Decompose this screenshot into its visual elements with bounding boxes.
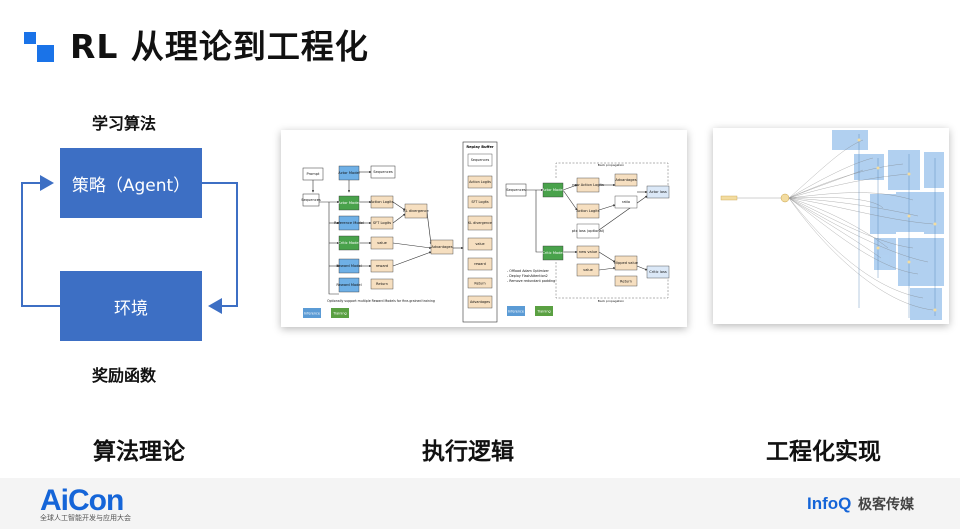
optimization-note: - Offload Adam Optimizer xyxy=(507,269,550,273)
reward-model-node-2: Reward Model xyxy=(336,283,361,287)
geekbang-logo-text: 极客传媒 xyxy=(858,497,914,513)
replay-buffer-title: Replay Buffer xyxy=(466,145,494,149)
advantages-node: Advantages xyxy=(431,245,452,249)
right-advantages-node: Advantages xyxy=(615,178,636,182)
critic-model-node: Critic Model xyxy=(338,241,359,245)
clipped-value-node: clipped value xyxy=(614,261,639,265)
theory-caption: 算法理论 xyxy=(93,439,185,465)
legend-training-right: Training xyxy=(536,310,550,314)
buffer-item: Sequences xyxy=(471,158,490,162)
agent-box: 策略（Agent） xyxy=(60,148,202,218)
right-sequences-node: Sequences xyxy=(506,188,526,192)
engineering-caption: 工程化实现 xyxy=(766,439,881,465)
backprop-bottom-label: Back propagation xyxy=(598,299,624,303)
prompt-node: Prompt xyxy=(307,172,320,176)
right-critic-model-node: Critic Model xyxy=(542,251,563,255)
reference-model-node: Reference Model xyxy=(334,221,364,225)
engineering-graph-image xyxy=(713,128,949,324)
footer-bar xyxy=(0,478,960,529)
rl-loop-arrows xyxy=(21,175,238,314)
sft-logits-node: SFT Logits xyxy=(373,221,391,225)
right-return-node: Return xyxy=(620,280,632,284)
critic-loss-node: Critic loss xyxy=(649,270,667,274)
optimization-note: - Deploy FlashAttention2 xyxy=(507,274,548,278)
infoq-logo: InfoQ xyxy=(807,494,852,513)
buffer-item: Action Logits xyxy=(469,180,491,184)
buffer-item: Return xyxy=(474,282,485,286)
aicon-subtitle: 全球人工智能开发与应用大会 xyxy=(40,514,131,522)
environment-box: 环境 xyxy=(60,271,202,341)
new-value-node: new value xyxy=(579,250,598,254)
actor-loss-node: Actor loss xyxy=(649,190,667,194)
value-node: value xyxy=(377,241,388,245)
new-action-logits-node: new Action Logits xyxy=(572,183,604,187)
buffer-item: Advantages xyxy=(470,300,490,304)
legend-training-left: Training xyxy=(332,312,346,316)
legend-inference-left: Inference xyxy=(304,312,320,316)
buffer-item: SFT Logits xyxy=(471,200,489,204)
return-node: Return xyxy=(376,282,388,286)
reward-models-note: Optionally support multiple Reward Model… xyxy=(327,299,435,303)
title-logo-icon xyxy=(24,32,54,62)
learning-algorithm-label: 学习算法 xyxy=(92,114,157,133)
legend-inference-right: Inference xyxy=(508,310,524,314)
ratio-node: ratio xyxy=(622,200,630,204)
sequences-node-top: Sequences xyxy=(373,170,393,174)
actor-model-node-top: Actor Model xyxy=(338,171,359,175)
execution-caption: 执行逻辑 xyxy=(422,439,514,465)
buffer-item: value xyxy=(475,242,484,246)
reward-node: reward xyxy=(376,264,388,268)
right-value-node: value xyxy=(583,268,594,272)
reward-model-node-1: Reward Model xyxy=(336,264,361,268)
right-action-logits-node: Action Logits xyxy=(576,209,599,213)
optimization-note: - Remove redundant padding xyxy=(507,279,555,283)
buffer-item: reward xyxy=(474,262,486,266)
kl-divergence-node: KL divergence xyxy=(403,209,429,213)
actor-model-node: Actor Model xyxy=(338,201,359,205)
action-logits-node: Action Logits xyxy=(370,200,393,204)
ptx-loss-node: ptx loss (optional) xyxy=(572,229,605,233)
page-title: RL 从理论到工程化 xyxy=(70,27,369,66)
reward-function-label: 奖励函数 xyxy=(92,366,157,385)
backprop-top-label: Back propagation xyxy=(598,163,624,167)
aicon-logo: AiCon xyxy=(40,484,124,517)
execution-flow-diagram: Prompt Sequences Actor Model Sequences A… xyxy=(281,130,687,327)
buffer-item: KL divergence xyxy=(468,221,492,225)
sequences-node: Sequences xyxy=(301,198,321,202)
right-actor-model-node: Actor Model xyxy=(542,188,563,192)
